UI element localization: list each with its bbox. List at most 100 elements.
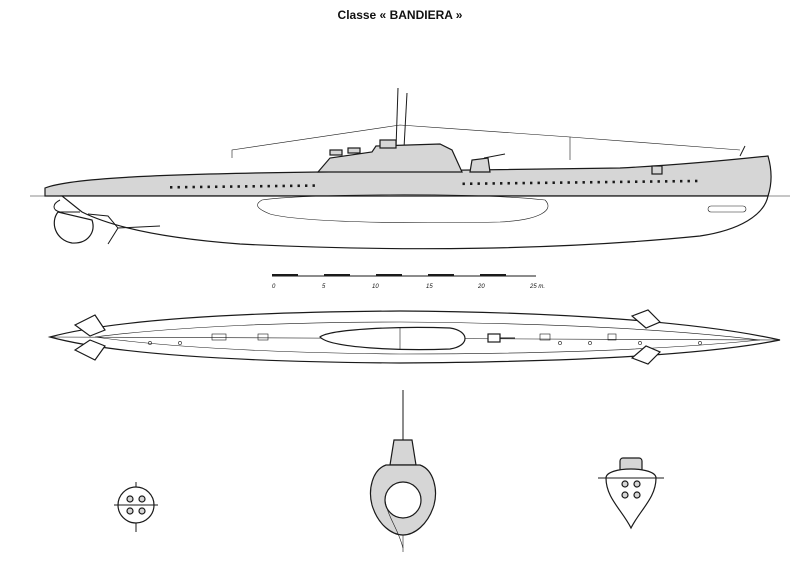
- scale-label-10: 10: [372, 284, 379, 290]
- midship-section-view: [369, 390, 437, 552]
- rudder: [53, 211, 94, 244]
- limber-hole: [530, 181, 533, 185]
- tower-section: [389, 439, 417, 466]
- conning-tower: [316, 143, 463, 173]
- limber-hole: [237, 185, 240, 188]
- limber-hole: [282, 184, 285, 188]
- scale-label-20: 20: [477, 284, 485, 290]
- limber-hole: [252, 185, 255, 188]
- bow-hydroplane-stbd: [630, 345, 662, 365]
- side-profile-view: [30, 87, 790, 250]
- limber-hole: [522, 181, 525, 185]
- bollard: [638, 341, 642, 345]
- limber-hole: [297, 184, 300, 188]
- lower-hull: [60, 195, 769, 250]
- limber-hole: [545, 181, 548, 185]
- limber-hole: [642, 180, 645, 183]
- limber-hole: [492, 182, 495, 185]
- deck-gun-barrel: [483, 153, 506, 159]
- limber-hole: [672, 179, 675, 183]
- limber-hole: [687, 179, 690, 183]
- limber-hole: [305, 184, 308, 187]
- saddle-tank: [257, 194, 549, 224]
- limber-holes: [170, 179, 698, 189]
- limber-hole: [612, 180, 615, 184]
- limber-hole: [627, 180, 630, 184]
- bollard: [588, 341, 592, 345]
- stern-hydroplane-port: [73, 314, 106, 337]
- tower-plan: [319, 326, 466, 351]
- limber-hole: [650, 180, 653, 183]
- bollard: [178, 341, 182, 345]
- limber-hole: [575, 181, 578, 184]
- limber-hole: [177, 185, 180, 189]
- limber-hole: [680, 179, 683, 183]
- bow-section-hull: [605, 468, 657, 530]
- limber-hole: [582, 181, 585, 184]
- limber-hole: [485, 182, 488, 185]
- limber-hole: [170, 186, 173, 189]
- limber-hole: [215, 185, 218, 189]
- antenna-wire: [231, 124, 571, 160]
- antenna-wire-fwd: [569, 136, 741, 151]
- stern-section-view: [114, 482, 158, 532]
- limber-hole: [620, 180, 623, 184]
- limber-hole: [507, 181, 510, 185]
- limber-hole: [665, 180, 668, 183]
- propeller-shaft: [87, 213, 119, 245]
- stern-hydroplane-stbd: [73, 339, 106, 361]
- limber-hole: [515, 181, 518, 185]
- limber-hole: [477, 182, 480, 185]
- hatch-fwd-2: [607, 333, 617, 341]
- deck-gun-mount: [469, 157, 491, 173]
- limber-hole: [275, 184, 278, 188]
- stern-plane: [53, 199, 80, 213]
- limber-hole: [222, 185, 225, 188]
- limber-hole: [635, 180, 638, 184]
- limber-hole: [185, 185, 188, 189]
- limber-hole: [695, 179, 698, 183]
- limber-hole: [290, 184, 293, 188]
- limber-hole: [567, 181, 570, 184]
- scale-label-0: 0: [272, 284, 276, 290]
- shaft-line: [117, 225, 161, 229]
- limber-hole: [200, 185, 203, 189]
- pressure-hull-section: [384, 481, 422, 519]
- bollards: [148, 341, 702, 345]
- bow-hydroplane-port: [630, 309, 662, 329]
- limber-hole: [500, 182, 503, 185]
- plan-view: [47, 309, 781, 365]
- limber-hole: [192, 185, 195, 189]
- scale-bar: 0 5 10 15 20 25 m.: [272, 274, 545, 290]
- bollard: [698, 341, 702, 345]
- bow-vents: [707, 205, 747, 213]
- limber-hole: [462, 182, 465, 186]
- hatch-fwd: [539, 333, 551, 341]
- limber-hole: [312, 184, 315, 187]
- limber-hole: [560, 181, 563, 184]
- bow-staff: [739, 145, 746, 157]
- limber-hole: [657, 180, 660, 183]
- limber-hole: [207, 185, 210, 189]
- deck-gun-plan: [487, 333, 501, 343]
- drawing-title: Classe « BANDIERA »: [337, 8, 463, 22]
- limber-hole: [267, 184, 270, 188]
- bow-hatch: [651, 165, 663, 175]
- bow-section-view: [598, 457, 664, 530]
- scale-label-15: 15: [426, 284, 433, 290]
- limber-hole: [230, 185, 233, 188]
- tower-mg-1: [329, 149, 343, 156]
- hatch-aft: [211, 333, 227, 341]
- limber-hole: [590, 180, 593, 184]
- limber-hole: [605, 180, 608, 184]
- limber-hole: [470, 182, 473, 185]
- hatch-aft-2: [257, 333, 269, 341]
- bollard: [148, 341, 152, 345]
- periscope-1: [395, 87, 399, 149]
- limber-hole: [597, 180, 600, 184]
- periscope-housing: [379, 139, 397, 149]
- limber-hole: [245, 185, 248, 188]
- limber-hole: [260, 184, 263, 188]
- scale-label-25: 25 m.: [529, 284, 545, 290]
